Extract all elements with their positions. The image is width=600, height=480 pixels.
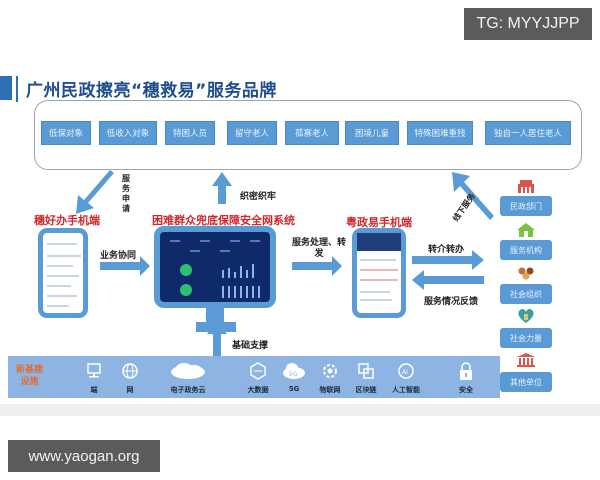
infra-label: 大数据 — [247, 386, 269, 394]
target-chip: 特殊困难重残 — [407, 121, 473, 145]
org-service-institution: 服务机构 — [500, 240, 552, 260]
home-icon — [517, 223, 535, 237]
infra-label: 安全 — [459, 386, 473, 394]
infra-item-security: 安全 — [442, 360, 490, 395]
cloud-icon — [171, 363, 205, 379]
svg-text:AI: AI — [402, 369, 408, 376]
center-system-label: 困难群众兜底保障安全网系统 — [152, 214, 295, 227]
target-chip: 低保对象 — [41, 121, 91, 145]
infra-label: 5G — [288, 385, 300, 393]
flow-arrows — [76, 170, 496, 356]
label-base-support: 基础支撑 — [232, 341, 269, 351]
infra-label: 人工智能 — [392, 386, 420, 394]
right-phone-header — [357, 233, 401, 251]
label-referral: 转介转办 — [428, 245, 465, 255]
title-divider — [16, 76, 18, 102]
infra-title-line1: 新基建 — [16, 365, 44, 375]
label-service-process: 服务处理、转发 — [291, 238, 346, 259]
infra-label: 端 — [90, 386, 98, 394]
infra-item-gov-cloud: 电子政务云 — [158, 360, 218, 395]
system-dashboard-screen — [154, 226, 276, 308]
infra-item-big-data: 大数据 — [234, 360, 282, 395]
infra-item-network: 网 — [106, 360, 154, 395]
org-social-organization: 社会组织 — [500, 284, 552, 304]
left-phone-label: 穗好办手机端 — [34, 214, 100, 227]
arrow-service-process — [292, 256, 342, 276]
label-service-apply: 服务申请 — [122, 174, 130, 213]
arrow-service-apply — [76, 170, 118, 214]
arrow-weave-net — [212, 172, 232, 204]
left-phone-device — [38, 228, 88, 318]
infra-item-blockchain: 区块链 — [342, 360, 390, 395]
infra-item-5g: 5G 5G — [270, 360, 318, 393]
infra-item-terminal: 端 — [70, 360, 118, 395]
slide-bottom-edge — [0, 404, 600, 416]
infra-title-line2: 设施 — [20, 377, 39, 387]
label-business-collab: 业务协同 — [100, 251, 137, 261]
target-chip: 留守老人 — [227, 121, 277, 145]
infra-label: 网 — [126, 386, 134, 394]
heart-hands-icon — [518, 308, 534, 323]
infra-label: 电子政务云 — [170, 386, 206, 394]
monitor-neck — [206, 308, 224, 322]
watermark-top-right: TG: MYYJJPP — [464, 8, 592, 40]
infra-label: 区块链 — [355, 386, 377, 394]
arrow-business-collab — [100, 256, 150, 276]
institution-icon — [517, 353, 535, 367]
svg-text:5G: 5G — [289, 371, 298, 378]
org-social-forces: 社会力量 — [500, 328, 552, 348]
target-chip: 低收入对象 — [99, 121, 157, 145]
label-weave-net: 织密织牢 — [240, 192, 277, 202]
arrow-referral — [412, 250, 484, 270]
target-chip: 孤寡老人 — [285, 121, 339, 145]
target-chip: 独自一人居住老人 — [485, 121, 571, 145]
page-title: 广州民政擦亮“穗救易”服务品牌 — [26, 81, 277, 101]
blockchain-icon — [358, 363, 374, 379]
ai-head-icon: AI — [398, 363, 414, 379]
iot-icon — [323, 364, 337, 378]
infrastructure-title: 新基建 设施 — [16, 364, 43, 388]
diagram-slide: 广州民政擦亮“穗救易”服务品牌 低保对象 低收入对象 特困人员 留守老人 孤寡老… — [0, 62, 600, 414]
title-accent-bar — [0, 76, 12, 100]
government-building-icon — [518, 180, 534, 193]
org-civil-affairs: 民政部门 — [500, 196, 552, 216]
arrow-feedback — [412, 270, 484, 290]
big-data-icon — [250, 362, 266, 380]
lock-icon — [460, 362, 472, 380]
label-feedback: 服务情况反馈 — [424, 297, 479, 307]
infrastructure-bar: 新基建 设施 端 网 电子政务云 大数据 5G 5G 物联网 区块 — [8, 356, 500, 398]
dashboard-graphics — [170, 240, 260, 298]
arrow-offline-service — [452, 172, 496, 220]
monitor-stand — [196, 322, 236, 332]
group-icon — [518, 267, 534, 280]
5g-cloud-icon: 5G — [283, 363, 305, 379]
target-groups-panel: 低保对象 低收入对象 特困人员 留守老人 孤寡老人 困境儿童 特殊困难重残 独自… — [34, 100, 582, 170]
right-phone-label: 粤政易手机端 — [346, 216, 412, 229]
right-phone-device — [352, 228, 406, 318]
org-other-units: 其他单位 — [500, 372, 552, 392]
infra-label: 物联网 — [319, 386, 341, 394]
infra-item-iot: 物联网 — [306, 360, 354, 395]
infra-item-ai: AI 人工智能 — [382, 360, 430, 395]
computer-icon — [87, 363, 101, 378]
watermark-bottom-left: www.yaogan.org — [8, 440, 160, 472]
target-chip: 困境儿童 — [345, 121, 399, 145]
target-chip: 特困人员 — [165, 121, 215, 145]
globe-icon — [122, 363, 138, 379]
